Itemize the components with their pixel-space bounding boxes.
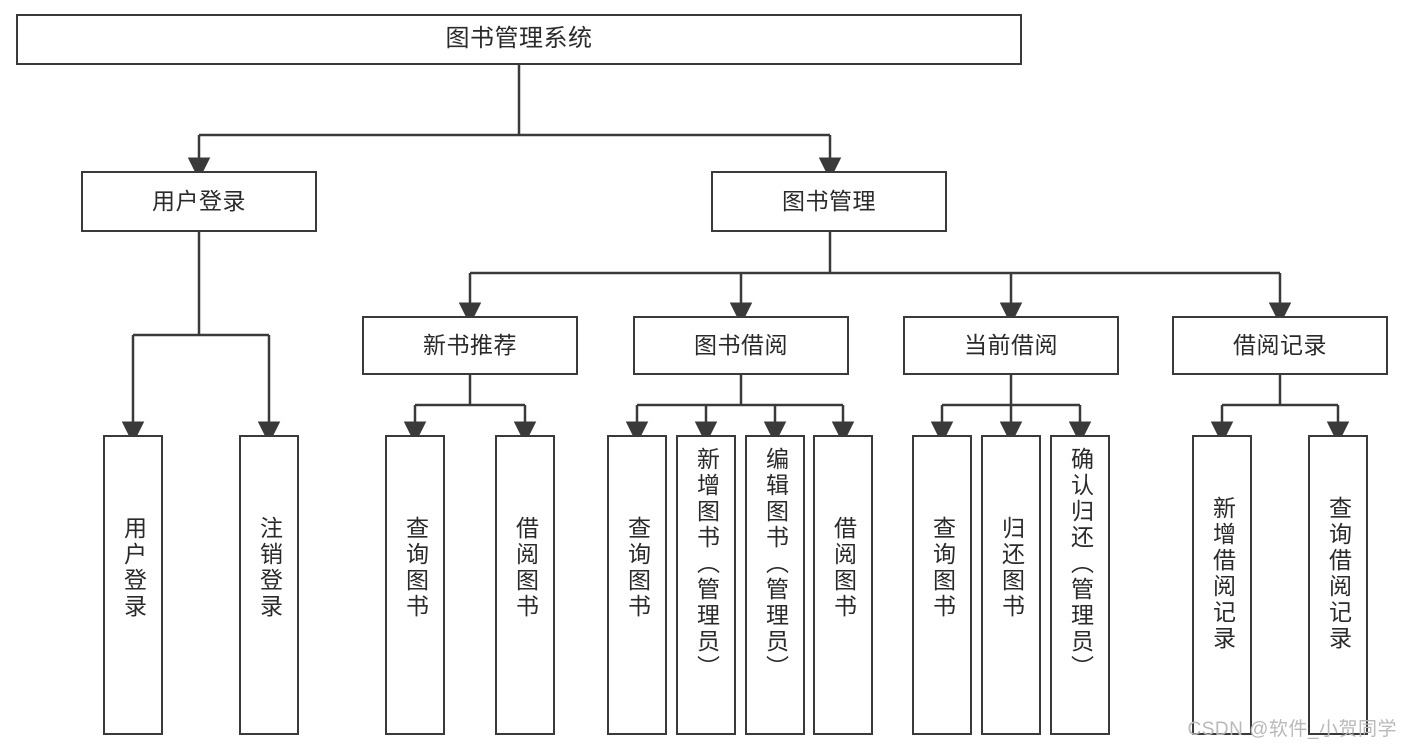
node-label: 归还图书: [998, 516, 1025, 620]
leaf-logout[interactable]: 注销登录: [239, 435, 299, 735]
leaf-add-book-admin[interactable]: 新增图书（管理员）: [676, 435, 736, 735]
node-label: 查询借阅记录: [1325, 496, 1352, 652]
leaf-add-borrow-record[interactable]: 新增借阅记录: [1192, 435, 1252, 735]
node-label: 查询图书: [402, 516, 429, 620]
leaf-confirm-return-admin[interactable]: 确认归还（管理员）: [1050, 435, 1110, 735]
node-borrow-record[interactable]: 借阅记录: [1172, 316, 1388, 375]
node-book-borrow[interactable]: 图书借阅: [633, 316, 849, 375]
node-label: 图书管理: [782, 187, 876, 214]
node-label: 查询图书: [624, 516, 651, 620]
node-label: 注销登录: [256, 516, 283, 620]
leaf-user-login[interactable]: 用户登录: [103, 435, 163, 735]
node-label: 当前借阅: [964, 331, 1058, 358]
node-root-book-management-system[interactable]: 图书管理系统: [16, 14, 1022, 65]
node-label: 编辑图书（管理员）: [762, 447, 789, 681]
leaf-query-book-recommend[interactable]: 查询图书: [385, 435, 445, 735]
node-label: 借阅图书: [512, 516, 539, 620]
node-label: 借阅记录: [1233, 331, 1327, 358]
leaf-borrow-book-recommend[interactable]: 借阅图书: [495, 435, 555, 735]
leaf-query-book-current[interactable]: 查询图书: [912, 435, 972, 735]
watermark: CSDN @软件_小贺同学: [1187, 719, 1397, 740]
node-label: 图书管理系统: [445, 25, 593, 53]
node-label: 确认归还（管理员）: [1067, 447, 1094, 681]
node-book-management[interactable]: 图书管理: [711, 171, 947, 232]
leaf-edit-book-admin[interactable]: 编辑图书（管理员）: [745, 435, 805, 735]
node-label: 图书借阅: [694, 331, 788, 358]
node-label: 用户登录: [152, 187, 246, 214]
node-label: 新增图书（管理员）: [693, 447, 720, 681]
node-label: 用户登录: [120, 516, 147, 620]
node-new-book-recommend[interactable]: 新书推荐: [362, 316, 578, 375]
node-user-login[interactable]: 用户登录: [81, 171, 317, 232]
leaf-borrow-book[interactable]: 借阅图书: [813, 435, 873, 735]
node-current-borrow[interactable]: 当前借阅: [903, 316, 1119, 375]
leaf-query-book-borrow[interactable]: 查询图书: [607, 435, 667, 735]
leaf-query-borrow-record[interactable]: 查询借阅记录: [1308, 435, 1368, 735]
node-label: 查询图书: [929, 516, 956, 620]
node-label: 新书推荐: [423, 331, 517, 358]
leaf-return-book[interactable]: 归还图书: [981, 435, 1041, 735]
node-label: 新增借阅记录: [1209, 496, 1236, 652]
node-label: 借阅图书: [830, 516, 857, 620]
